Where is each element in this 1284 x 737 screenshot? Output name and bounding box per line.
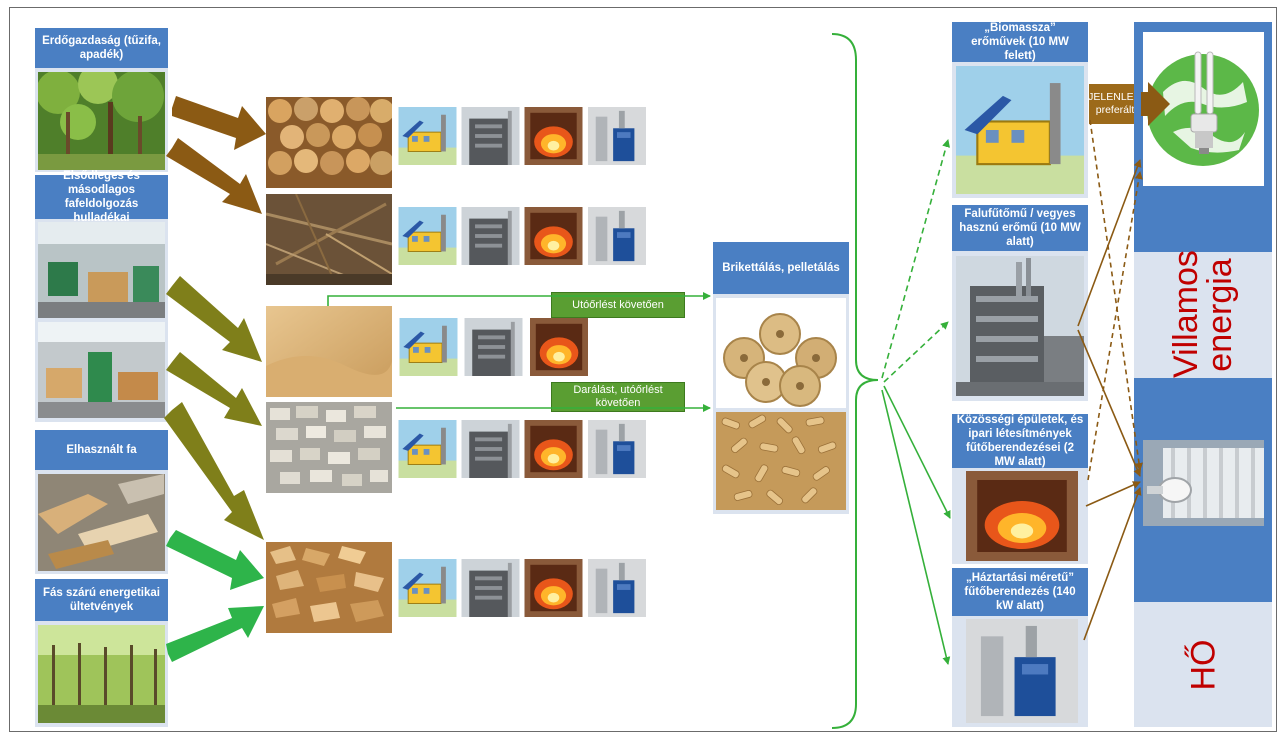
- link-community-electricity: [1087, 171, 1143, 481]
- forest-image: [38, 72, 165, 170]
- source-header-forestry: Erdőgazdaság (tűzifa, apadék): [35, 28, 168, 68]
- source-header-plantation: Fás szárú energetikai ültetvények: [35, 579, 168, 621]
- arrow-forest-branches: [166, 138, 262, 214]
- link-heating-heat: [1077, 329, 1141, 477]
- arrow-processing-blocks: [166, 352, 262, 426]
- sawmill-image-1: [38, 222, 165, 318]
- arrow-processing-chips: [164, 402, 264, 540]
- arrow-preferred: [1141, 82, 1170, 126]
- arrow-processing-sawdust: [166, 276, 262, 362]
- branches-image: [266, 194, 392, 285]
- arrow-waste-chips: [166, 530, 264, 590]
- briquette-image: [716, 298, 846, 408]
- consumer-header-community: Közösségi épületek, és ipari létesítmény…: [952, 414, 1088, 468]
- radiator-image: [1143, 440, 1264, 526]
- wood-blocks-image: [266, 402, 392, 493]
- arrow-brace-household: [881, 389, 951, 665]
- firewood-image: [266, 97, 392, 188]
- arrow-forest-firewood: [172, 96, 266, 150]
- preferred-label: JELENLEG preferált: [1088, 84, 1142, 124]
- plantation-image: [38, 625, 165, 723]
- bulb-globe-image: [1143, 32, 1264, 186]
- chopping-grinding-label: Darálást, utóőrlést követően: [551, 382, 685, 412]
- sawdust-image: [266, 306, 392, 397]
- arrow-brace-community: [883, 385, 951, 519]
- briquette-header: Brikettálás, pelletálás: [713, 242, 849, 294]
- fuel-brace: [831, 33, 879, 729]
- consumer-header-heating: Falufűtőmű / vegyes hasznú erőmű (10 MW …: [952, 205, 1088, 251]
- heat-panel: [1134, 602, 1272, 727]
- sawmill-image-2: [38, 322, 165, 418]
- arrow-brace-heating: [883, 321, 949, 383]
- link-household-heat: [1083, 487, 1142, 641]
- source-header-processing: Elsődleges és másodlagos fafeldolgozás h…: [35, 170, 168, 224]
- arrow-brace-power: [881, 139, 950, 379]
- consumer-header-power: „Biomassza” erőművek (10 MW felett): [952, 22, 1088, 62]
- link-power-heat: [1089, 119, 1143, 471]
- link-heating-electricity: [1077, 159, 1142, 327]
- wood-chips-image: [266, 542, 392, 633]
- heating-plant-image: [956, 256, 1084, 396]
- arrow-plantation-chips: [166, 606, 264, 662]
- source-header-waste: Elhasznált fa: [35, 430, 168, 470]
- electricity-panel: [1134, 252, 1272, 378]
- diagram-frame: [9, 7, 1277, 732]
- consumer-header-household: „Háztartási méretű” fűtőberendezés (140 …: [952, 568, 1088, 616]
- waste-wood-image: [38, 474, 165, 571]
- line-sawdust-briquette: [327, 292, 711, 306]
- link-community-heat: [1085, 481, 1141, 507]
- pellet-image: [716, 412, 846, 510]
